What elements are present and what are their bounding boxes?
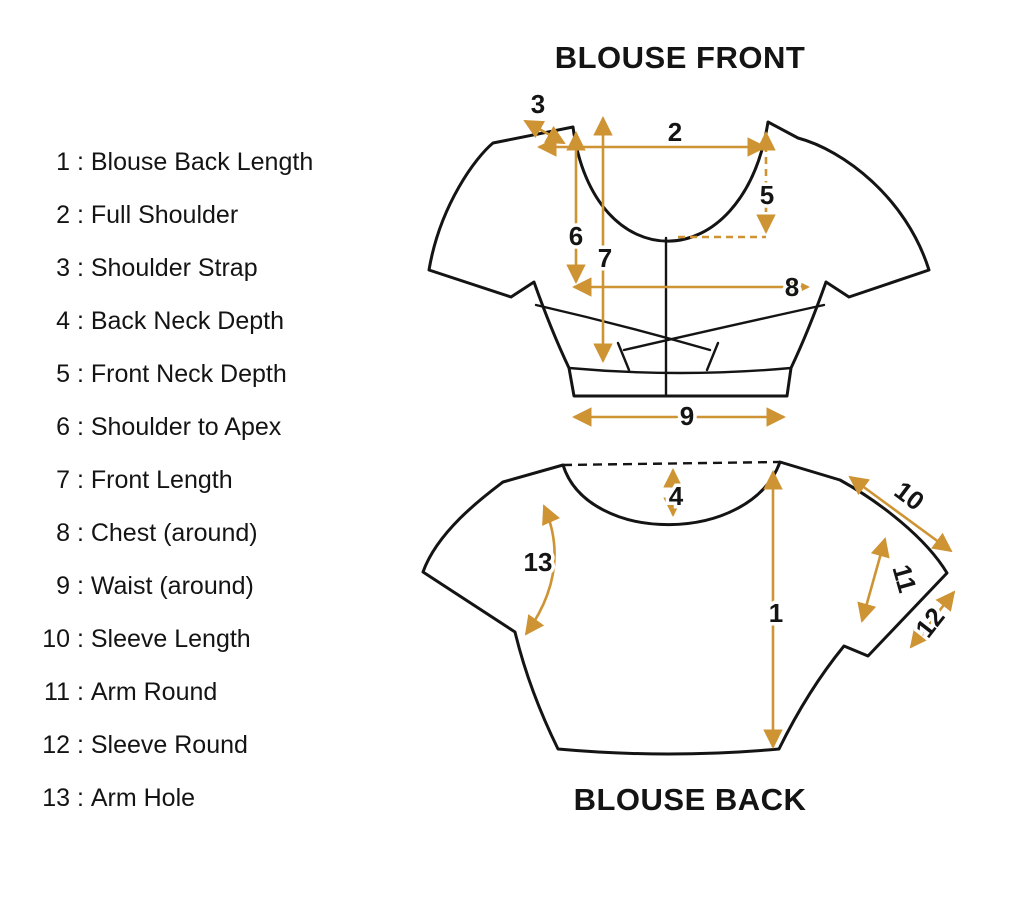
measurement-label-2: 2: [668, 117, 682, 147]
legend-separator: :: [70, 678, 91, 706]
legend-item-number: 1: [56, 148, 70, 176]
legend-separator: :: [70, 519, 91, 547]
measurement-label-13: 13: [524, 547, 553, 577]
measurement-front-neck-depth: 5: [678, 131, 778, 239]
legend-item: 13 : Arm Hole: [34, 772, 313, 825]
measurement-label-9: 9: [680, 401, 694, 431]
legend-item-number: 3: [56, 254, 70, 282]
legend-separator: :: [70, 148, 91, 176]
measurement-chest: 8: [572, 269, 810, 306]
legend-item-number: 9: [56, 572, 70, 600]
measurement-label-1: 1: [769, 598, 783, 628]
front-bust-curve-right: [622, 303, 826, 352]
legend-item-number: 11: [44, 678, 70, 706]
legend-separator: :: [70, 254, 91, 282]
blouse-back-diagram: 4 1 13 10 11 12: [421, 460, 956, 756]
legend-separator: :: [70, 731, 91, 759]
legend-item-label: Back Neck Depth: [90, 307, 284, 335]
legend-separator: :: [70, 307, 91, 335]
measurement-blouse-back-length: 1: [763, 470, 787, 749]
legend-item-number: 8: [56, 519, 70, 547]
legend-item-label: Chest (around): [90, 519, 258, 547]
legend-item-label: Waist (around): [90, 572, 254, 600]
legend-item-number: 5: [56, 360, 70, 388]
legend-item-label: Arm Hole: [90, 784, 196, 812]
legend-item-number: 10: [42, 625, 70, 653]
measurement-label-3: 3: [531, 89, 545, 119]
measurement-shoulder-to-apex: 6: [565, 131, 587, 284]
legend-separator: :: [70, 625, 91, 653]
legend-item: 1 : Blouse Back Length: [34, 136, 313, 189]
measurement-label-7: 7: [598, 243, 612, 273]
legend-item-number: 13: [42, 784, 70, 812]
legend-item-number: 6: [56, 413, 70, 441]
legend-item: 8 : Chest (around): [34, 507, 313, 560]
measurement-label-6: 6: [569, 221, 583, 251]
legend-item-label: Front Neck Depth: [90, 360, 287, 388]
legend-item-label: Sleeve Round: [90, 731, 248, 759]
legend-item-label: Sleeve Length: [90, 625, 251, 653]
measurement-arm-hole: 13: [520, 504, 560, 636]
legend-item-number: 4: [56, 307, 70, 335]
measurement-front-length: 7: [593, 116, 616, 363]
front-dart-right: [705, 341, 720, 372]
legend-separator: :: [70, 466, 91, 494]
legend-item: 5 : Front Neck Depth: [34, 348, 313, 401]
legend-item: 9 : Waist (around): [34, 560, 313, 613]
legend-separator: :: [70, 413, 91, 441]
legend-item-label: Front Length: [90, 466, 233, 494]
legend-item: 3 : Shoulder Strap: [34, 242, 313, 295]
measurement-label-4: 4: [669, 481, 684, 511]
measurement-label-8: 8: [785, 272, 799, 302]
legend-separator: :: [70, 201, 91, 229]
legend-item-number: 12: [42, 731, 70, 759]
legend-item-label: Shoulder Strap: [90, 254, 258, 282]
measurement-waist: 9: [572, 398, 786, 435]
legend-item-number: 7: [56, 466, 70, 494]
measurement-sleeve-round: 12: [906, 590, 956, 649]
measurement-back-neck-depth: 4: [663, 468, 687, 517]
legend-item-label: Blouse Back Length: [90, 148, 314, 176]
back-blouse-outline: [421, 460, 949, 756]
legend-item-label: Arm Round: [90, 678, 218, 706]
measurement-label-11: 11: [886, 561, 922, 596]
legend-item: 10 : Sleeve Length: [34, 613, 313, 666]
back-diagram-title: BLOUSE BACK: [573, 782, 807, 817]
measurement-shoulder-strap: 3: [523, 86, 566, 145]
legend-separator: :: [70, 360, 91, 388]
legend-item: 4 : Back Neck Depth: [34, 295, 313, 348]
front-dart-left: [616, 341, 631, 372]
legend-item: 2 : Full Shoulder: [34, 189, 313, 242]
back-neck-dashed-line: [562, 460, 781, 467]
legend-item-number: 2: [56, 201, 70, 229]
legend-separator: :: [70, 784, 91, 812]
legend-item: 6 : Shoulder to Apex: [34, 401, 313, 454]
front-diagram-title: BLOUSE FRONT: [554, 40, 806, 75]
legend-item-label: Shoulder to Apex: [90, 413, 282, 441]
legend-item: 11 : Arm Round: [34, 666, 313, 719]
legend-item-label: Full Shoulder: [90, 201, 239, 229]
front-waistband-line: [567, 366, 793, 375]
front-blouse-outline: [427, 120, 931, 398]
blouse-front-diagram: 3 2 6 7 5 8 9: [427, 86, 931, 435]
legend-item: 12 : Sleeve Round: [34, 719, 313, 772]
legend-separator: :: [70, 572, 91, 600]
legend-item: 7 : Front Length: [34, 454, 313, 507]
front-bust-curve-left: [534, 303, 712, 352]
measurement-sleeve-length: 10: [848, 472, 953, 553]
measurement-label-5: 5: [760, 180, 774, 210]
